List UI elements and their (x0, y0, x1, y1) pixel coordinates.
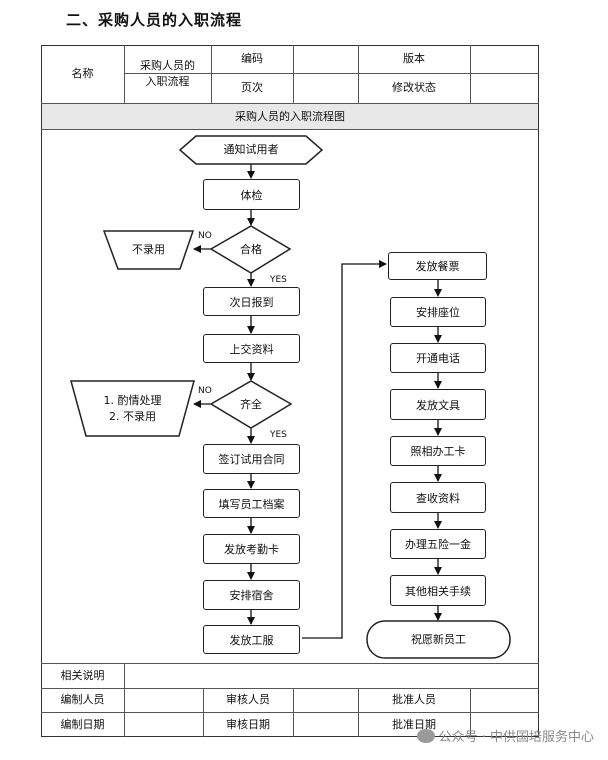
open-phone-node: 开通电话 (390, 343, 486, 373)
incomplete-option-2: 2. 不录用 (109, 409, 156, 423)
name-value-line2: 入职流程 (145, 75, 190, 88)
flowchart-title-bar (42, 104, 538, 129)
fill-employee-file-node: 填写员工档案 (203, 489, 300, 518)
notes-value[interactable] (124, 663, 539, 688)
incomplete-option-1: 1. 酌情处理 (103, 393, 162, 407)
name-label: 名称 (71, 67, 94, 81)
page-label: 页次 (241, 81, 263, 95)
page-heading: 二、采购人员的入职流程 (66, 11, 243, 29)
form-frame (41, 45, 539, 737)
name-value: 采购人员的 入职流程 (124, 45, 211, 103)
prepared-date-value[interactable] (124, 712, 203, 737)
footer-col-divider-3 (293, 688, 294, 737)
complete-decision: 齐全 (240, 397, 262, 411)
reviewed-by-label: 审核人员 (226, 693, 270, 707)
prepared-by-value[interactable] (124, 688, 203, 712)
flowchart-title: 采购人员的入职流程图 (235, 109, 345, 123)
watermark: 公众号 · 中供国培服务中心 (416, 726, 594, 745)
photo-work-card-node: 照相办工卡 (390, 436, 486, 466)
issue-stationery-node: 发放文具 (390, 389, 486, 420)
arrange-seat-node: 安排座位 (390, 297, 486, 327)
issue-uniform-node: 发放工服 (203, 625, 300, 654)
approved-date-label: 批准日期 (392, 717, 436, 731)
footer-row-line-2 (41, 712, 539, 713)
title-bottom-line (41, 129, 539, 130)
no-label-2: NO (198, 386, 212, 396)
notify-candidate-node: 通知试用者 (223, 143, 279, 157)
arrange-dormitory-node: 安排宿舍 (203, 580, 300, 610)
issue-meal-tickets-node: 发放餐票 (388, 252, 487, 280)
approved-by-label: 批准人员 (392, 693, 436, 707)
other-procedures-node: 其他相关手续 (390, 575, 486, 606)
sign-contract-node: 签订试用合同 (203, 444, 300, 474)
header-col-divider-3 (293, 45, 294, 103)
prepared-date-label: 编制日期 (60, 717, 105, 731)
not-hired-node: 不录用 (132, 243, 165, 257)
header-col-divider-5 (470, 45, 471, 103)
physical-exam-node: 体检 (203, 179, 300, 210)
name-value-line1: 采购人员的 (140, 59, 195, 73)
approved-by-value[interactable] (470, 688, 539, 712)
header-row-divider (124, 73, 539, 74)
reviewed-date-label: 审核日期 (226, 717, 270, 731)
footer-col-divider-1 (124, 663, 125, 737)
header-col-divider-4 (358, 45, 359, 103)
issue-attendance-card-node: 发放考勤卡 (203, 534, 300, 564)
header-col-divider-1 (124, 45, 125, 103)
reviewed-by-value[interactable] (293, 688, 358, 712)
reviewed-date-value[interactable] (293, 712, 358, 737)
watermark-text: 公众号 · 中供国培服务中心 (438, 730, 594, 745)
footer-top-line (41, 663, 539, 664)
report-next-day-node: 次日报到 (203, 287, 300, 316)
yes-label-1: YES (270, 275, 287, 285)
footer-col-divider-4 (358, 688, 359, 737)
no-label-1: NO (198, 231, 212, 241)
header-col-divider-2 (211, 45, 212, 103)
welcome-terminator: 祝愿新员工 (411, 632, 466, 646)
yes-label-2: YES (270, 430, 287, 440)
header-bottom-line (41, 103, 539, 104)
submit-documents-node: 上交资料 (203, 334, 300, 363)
prepared-by-label: 编制人员 (60, 693, 105, 707)
footer-row-line-1 (41, 688, 539, 689)
footer-col-divider-5 (470, 688, 471, 737)
wechat-icon (416, 728, 435, 743)
code-label: 编码 (241, 52, 263, 66)
footer-col-divider-2 (203, 688, 204, 737)
notes-label: 相关说明 (60, 668, 105, 682)
revision-label: 修改状态 (392, 81, 436, 95)
social-insurance-node: 办理五险一金 (390, 529, 486, 559)
incomplete-handling-node: 1. 酌情处理 2. 不录用 (71, 381, 194, 436)
check-documents-node: 查收资料 (390, 482, 486, 513)
qualified-decision: 合格 (240, 242, 262, 256)
version-label: 版本 (403, 52, 425, 66)
